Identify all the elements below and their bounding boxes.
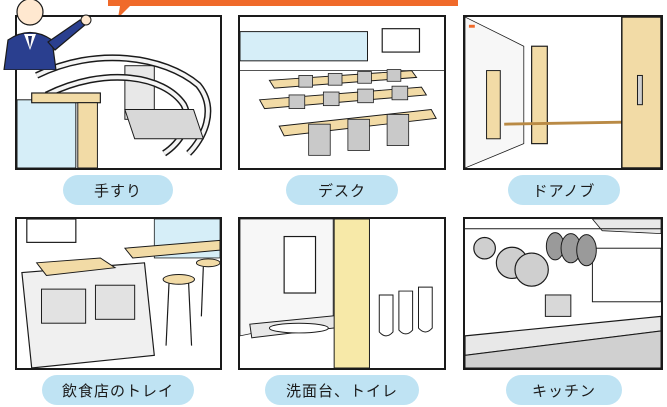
panel-desk [238,15,446,170]
label-desk: デスク [286,175,398,205]
panel-restaurant-tray [15,217,222,370]
panel-kitchen [463,217,663,370]
presenter-icon [3,0,92,70]
label-handrail: 手すり [63,175,173,205]
kitchen-icon [465,219,661,368]
label-washbasin-toilet: 洗面台、トイレ [265,375,419,405]
counter-icon [17,219,220,368]
label-restaurant-tray: 飲食店のトレイ [42,375,194,405]
panel-washbasin-toilet [238,217,446,370]
restroom-icon [240,219,444,368]
label-doorknob: ドアノブ [508,175,620,205]
orange-speech-banner [108,0,458,18]
door-icon [465,17,661,168]
label-kitchen: キッチン [506,375,622,405]
classroom-icon [240,17,444,168]
panel-doorknob [463,15,663,170]
